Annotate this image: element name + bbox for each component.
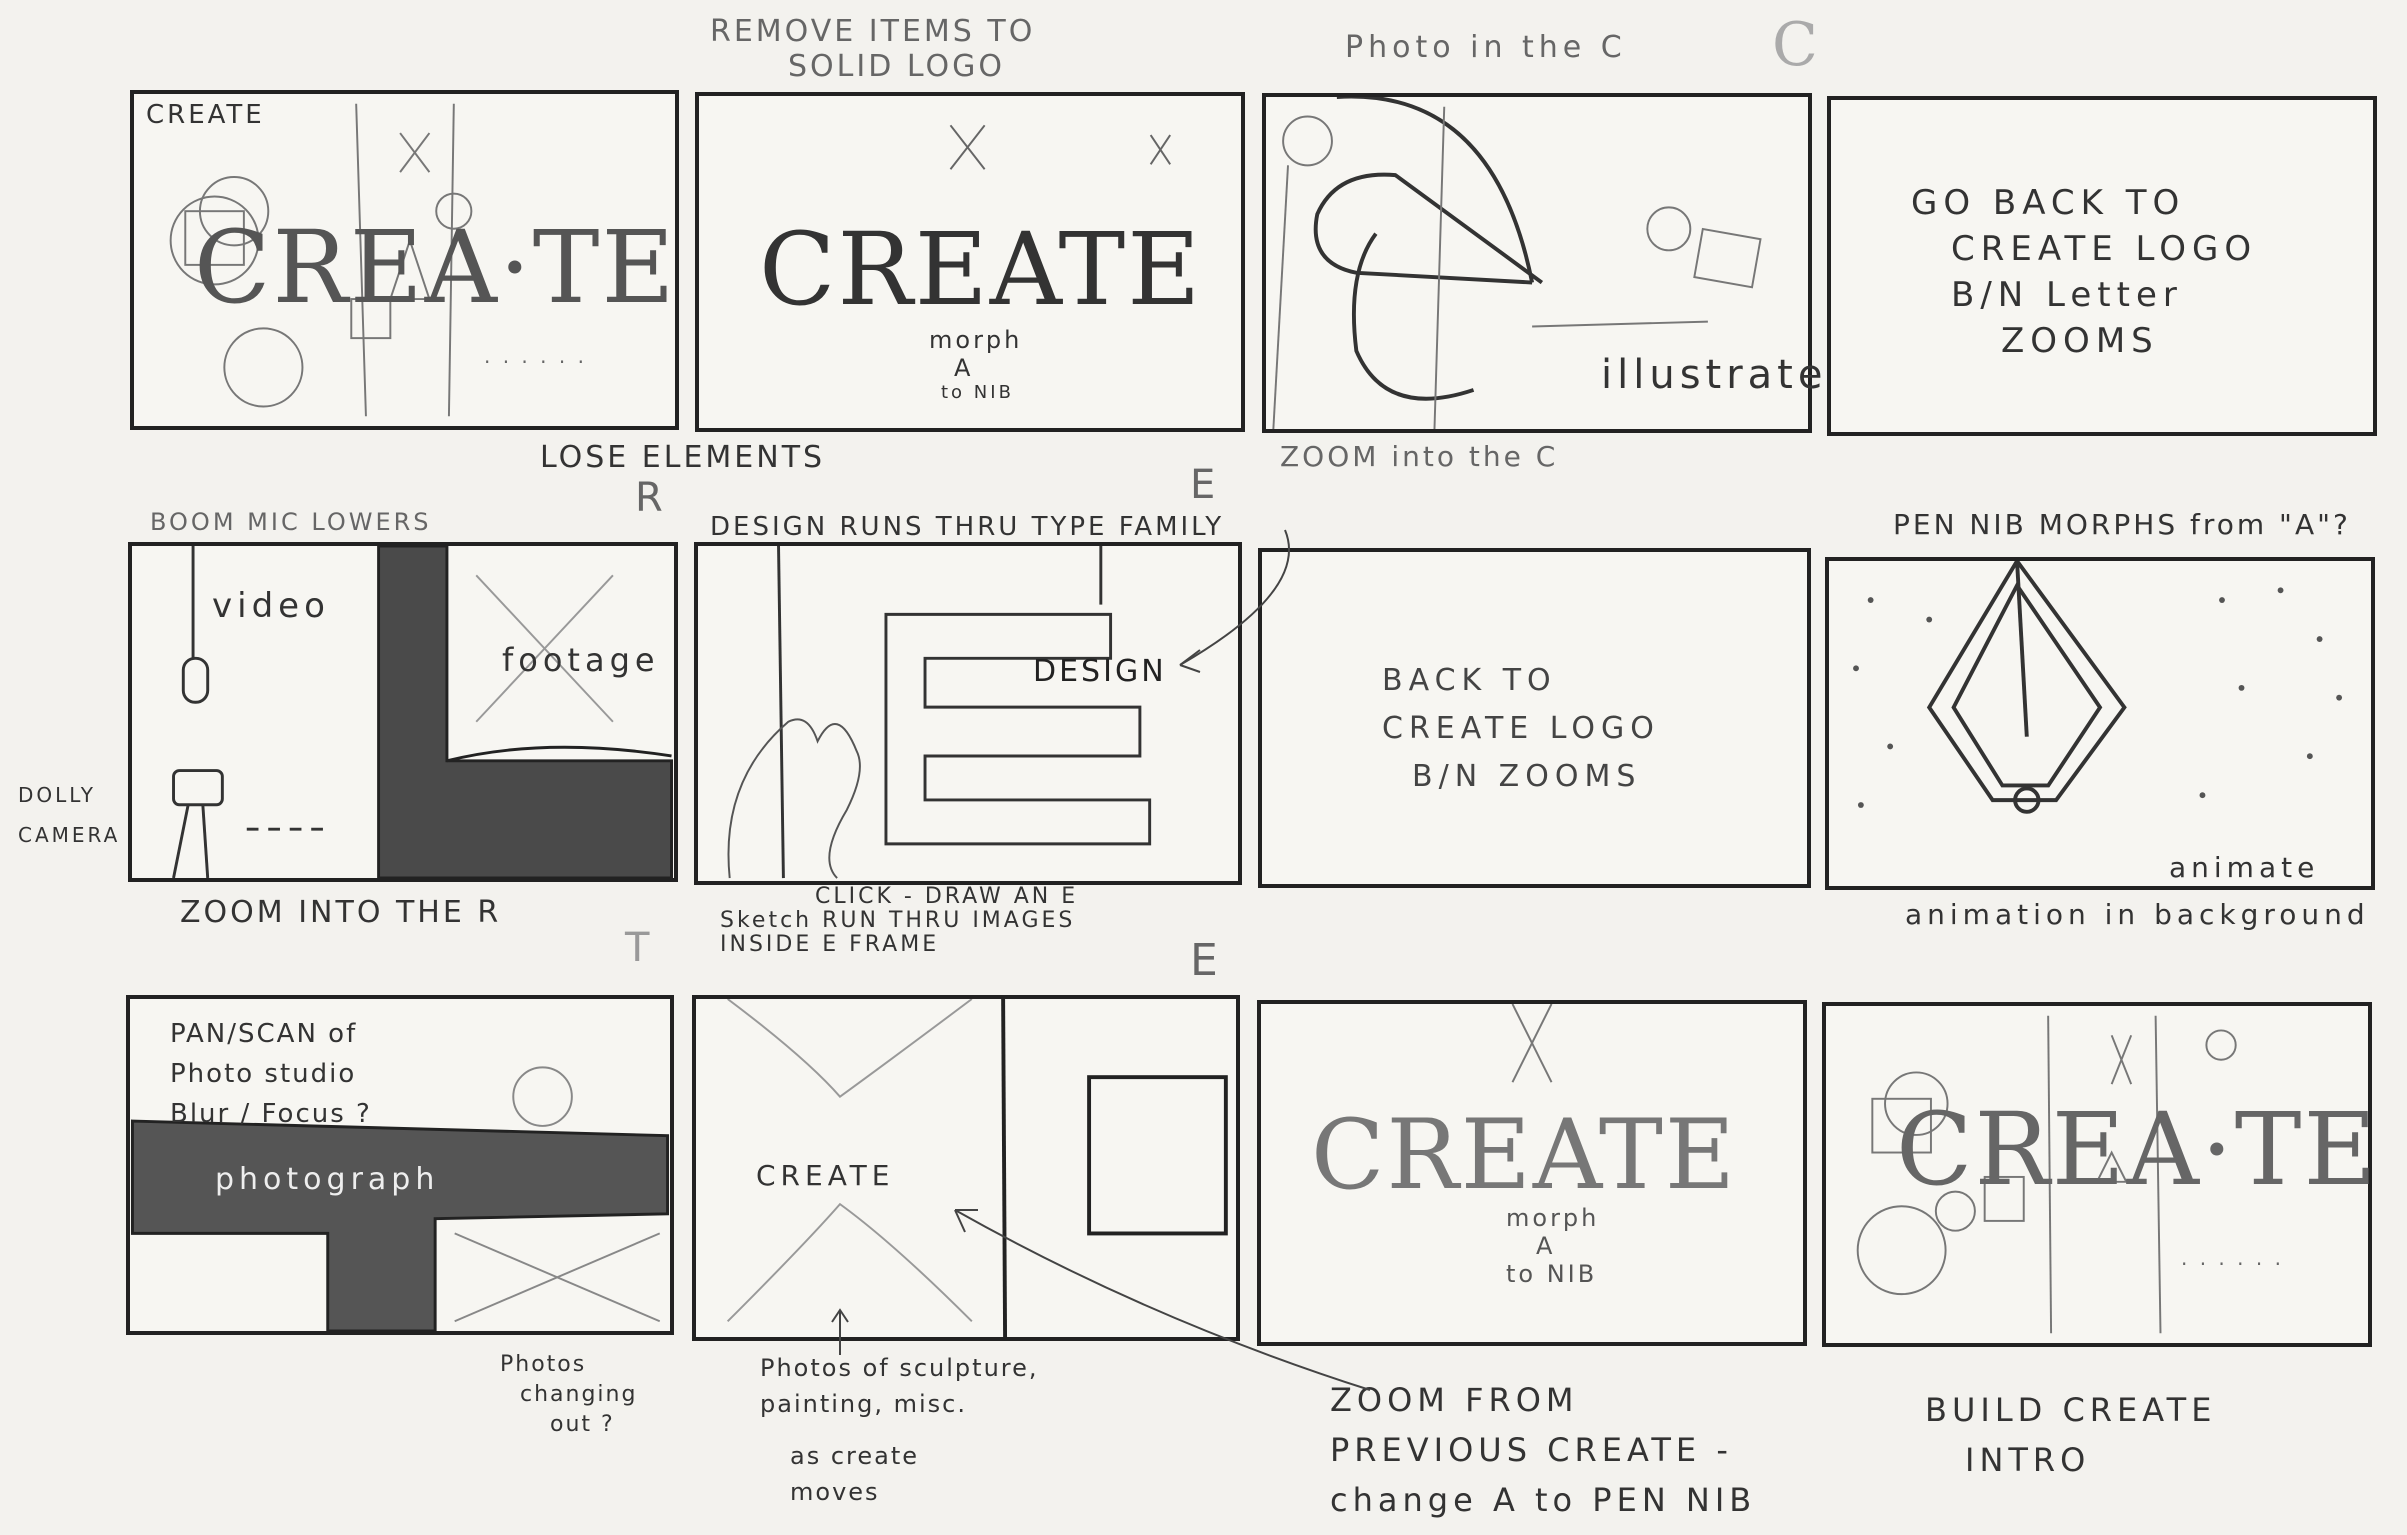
illustrate-label: illustrate [1601, 352, 1827, 398]
faint-r-mark: R [635, 475, 666, 521]
note-line: Photos of sculpture, [760, 1350, 1039, 1386]
create-sketch-text: CREA·TE [1896, 1091, 2379, 1208]
storyboard-panel-2: CREATE morph A to NIB [695, 92, 1245, 432]
note-line: INSIDE E FRAME [720, 933, 1078, 957]
note-click-draw: CLICK - DRAW AN E Sketch RUN THRU IMAGES… [720, 885, 1078, 957]
note-line: to NIB [1506, 1260, 1599, 1288]
note-line: BUILD CREATE [1925, 1385, 2216, 1435]
morph-note: morph A to NIB [1506, 1204, 1599, 1288]
note-design-runs: DESIGN RUNS THRU TYPE FAMILY [710, 512, 1224, 542]
note-line: painting, misc. [760, 1386, 1039, 1422]
note-line: changing [520, 1380, 637, 1410]
note-line: A [1536, 1232, 1599, 1260]
panel-label: CREATE [146, 100, 265, 130]
note-line: CLICK - DRAW AN E [815, 885, 1078, 909]
create-label: CREATE [756, 1159, 894, 1192]
panel-sketch [1829, 561, 2371, 886]
storyboard-panel-9: PAN/SCAN of Photo studio Blur / Focus ? … [126, 995, 674, 1335]
note-line: CREATE LOGO [1382, 705, 1660, 753]
note-line: B/N Letter [1951, 272, 2257, 318]
faint-c-mark: C [1772, 10, 1820, 80]
note-line: REMOVE ITEMS TO [710, 14, 1035, 49]
note-line: morph [1506, 1204, 1599, 1232]
dots: . . . . . . [2181, 1246, 2284, 1270]
dots: . . . . . . [484, 344, 587, 368]
storyboard-panel-4: GO BACK TO CREATE LOGO B/N Letter ZOOMS [1827, 96, 2377, 436]
footage-label: footage [502, 641, 660, 679]
storyboard-panel-5: video footage [128, 542, 678, 882]
note-zoom-from-previous: ZOOM FROM PREVIOUS CREATE - change A to … [1330, 1375, 1756, 1525]
note-remove-items: REMOVE ITEMS TO SOLID LOGO [710, 14, 1035, 84]
note-zoom-into-c: ZOOM into the C [1280, 440, 1558, 473]
video-label: video [212, 586, 330, 626]
note-photo-in-c: Photo in the C [1345, 30, 1627, 65]
storyboard-panel-7: BACK TO CREATE LOGO B/N ZOOMS [1258, 548, 1811, 888]
note-boom-mic: BOOM MIC LOWERS [150, 508, 432, 536]
note-dolly-camera: DOLLY CAMERA [18, 775, 120, 855]
create-sketch-text: CREA·TE [194, 209, 677, 326]
note-line: CAMERA [18, 815, 120, 855]
photograph-label: photograph [215, 1162, 439, 1197]
note-line: Blur / Focus ? [170, 1094, 372, 1134]
create-logo-text: CREATE [1311, 1099, 1737, 1211]
note-line: A [954, 354, 1022, 382]
note-line: PREVIOUS CREATE - [1330, 1425, 1756, 1475]
note-zoom-into-r: ZOOM INTO THE R [180, 895, 501, 930]
panel-note: PAN/SCAN of Photo studio Blur / Focus ? [170, 1014, 372, 1134]
note-line: as create [790, 1438, 1039, 1474]
note-line: change A to PEN NIB [1330, 1475, 1756, 1525]
create-logo-text: CREATE [759, 211, 1202, 328]
note-line: morph [929, 326, 1022, 354]
note-line: CREATE LOGO [1951, 226, 2257, 272]
note-animation-background: animation in background [1905, 898, 2370, 931]
note-line: Photo studio [170, 1054, 372, 1094]
note-line: GO BACK TO [1911, 180, 2257, 226]
note-photos-changing: Photos changing out ? [500, 1350, 637, 1440]
note-line: B/N ZOOMS [1412, 753, 1660, 801]
note-line: to NIB [941, 382, 1022, 403]
note-build-create-intro: BUILD CREATE INTRO [1925, 1385, 2216, 1485]
note-pen-nib-morphs: PEN NIB MORPHS from "A"? [1893, 508, 2351, 541]
design-label: DESIGN [1033, 654, 1167, 689]
note-line: BACK TO [1382, 657, 1660, 705]
storyboard-panel-3: illustrate [1262, 93, 1812, 433]
panel-sketch [698, 546, 1238, 881]
storyboard-panel-12: CREA·TE . . . . . . [1822, 1002, 2372, 1347]
storyboard-panel-6: DESIGN [694, 542, 1242, 885]
note-line: PAN/SCAN of [170, 1014, 372, 1054]
note-line: Sketch RUN THRU IMAGES [720, 909, 1078, 933]
panel-note: GO BACK TO CREATE LOGO B/N Letter ZOOMS [1911, 180, 2257, 364]
faint-e-mark: E [1190, 935, 1221, 986]
note-photos-sculpture: Photos of sculpture, painting, misc. as … [760, 1350, 1039, 1510]
note-lose-elements: LOSE ELEMENTS [540, 440, 825, 475]
storyboard-panel-1: CREATE CREA·TE . . . . . . [130, 90, 679, 430]
storyboard-panel-10: CREATE [692, 995, 1240, 1341]
note-line: ZOOM FROM [1330, 1375, 1756, 1425]
note-line: moves [790, 1474, 1039, 1510]
animate-label: animate [2169, 851, 2319, 884]
note-line: out ? [550, 1410, 637, 1440]
note-line: DOLLY [18, 775, 120, 815]
storyboard-panel-8: animate [1825, 557, 2375, 890]
storyboard-panel-11: CREATE morph A to NIB [1257, 1000, 1807, 1346]
faint-t-mark: T [625, 925, 652, 971]
note-line: ZOOMS [2001, 318, 2257, 364]
panel-note: BACK TO CREATE LOGO B/N ZOOMS [1382, 657, 1660, 801]
note-line: Photos [500, 1350, 637, 1380]
note-line: SOLID LOGO [788, 49, 1035, 84]
morph-note: morph A to NIB [929, 326, 1022, 403]
note-line: INTRO [1965, 1435, 2216, 1485]
faint-e-mark: E [1190, 462, 1218, 508]
